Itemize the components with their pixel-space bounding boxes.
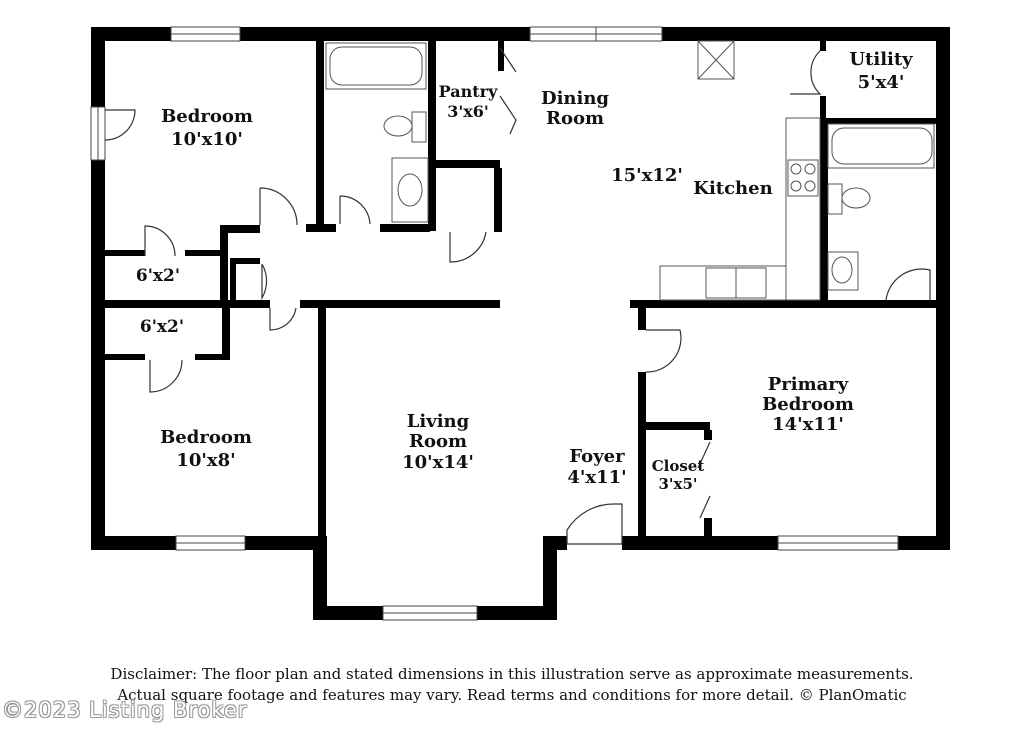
living-size: 10'x14' <box>402 452 474 473</box>
door-utility <box>790 50 822 95</box>
bedroom-1-name: Bedroom <box>161 106 253 127</box>
door-bedroom2 <box>269 307 297 331</box>
dining-name-2: Room <box>546 108 604 129</box>
fixtures <box>325 40 935 301</box>
disclaimer-line-2: Actual square footage and features may v… <box>117 686 907 704</box>
bedroom-2-size: 10'x8' <box>176 450 235 471</box>
room-labels: Bedroom 10'x10' 6'x2' 6'x2' Bedroom 10'x… <box>136 49 913 493</box>
closet-1-size: 6'x2' <box>136 266 180 286</box>
sink-counter <box>659 265 787 301</box>
bathtub-2 <box>827 123 935 169</box>
sink-1 <box>391 157 429 223</box>
bedroom-1-size: 10'x10' <box>171 129 243 150</box>
windows <box>90 26 899 621</box>
door-bedroom1 <box>259 187 298 226</box>
door-closet1 <box>144 225 176 257</box>
kitchen-name: Kitchen <box>693 178 772 199</box>
primary-name-1: Primary <box>768 374 849 395</box>
door-closet3 <box>697 441 711 519</box>
pantry-size: 3'x6' <box>447 102 489 121</box>
door-dining <box>449 231 487 263</box>
dining-name-1: Dining <box>541 88 609 109</box>
door-closet2 <box>149 359 183 393</box>
disclaimer-line-1: Disclaimer: The floor plan and stated di… <box>110 665 914 683</box>
pantry-name: Pantry <box>439 82 498 101</box>
closet-3-name: Closet <box>652 457 705 475</box>
primary-name-2: Bedroom <box>762 394 854 415</box>
foyer-name: Foyer <box>569 446 625 467</box>
door-primary <box>645 329 682 373</box>
door-front <box>566 503 623 545</box>
utility-size: 5'x4' <box>858 72 905 93</box>
door-bedroom1-exterior <box>104 109 136 141</box>
stove <box>787 159 819 197</box>
bedroom-2-name: Bedroom <box>160 427 252 448</box>
interior-walls <box>105 41 936 550</box>
utility-name: Utility <box>849 49 913 70</box>
disclaimer: Disclaimer: The floor plan and stated di… <box>0 664 1024 706</box>
living-name-1: Living <box>407 411 470 432</box>
toilet-1 <box>411 111 427 143</box>
doors <box>104 47 931 545</box>
door-hall-closet <box>261 263 268 301</box>
toilet-2 <box>827 183 843 215</box>
watermark: ©2023 Listing Broker <box>2 698 248 722</box>
door-pantry <box>499 47 517 135</box>
closet-3-size: 3'x5' <box>658 475 697 493</box>
door-bath <box>339 195 371 225</box>
closet-2-size: 6'x2' <box>140 317 184 337</box>
foyer-size: 4'x11' <box>567 467 626 488</box>
fridge-box <box>697 40 735 80</box>
kitchen-counter <box>785 117 821 301</box>
door-primary-bath <box>885 268 931 301</box>
kitchen-size: 15'x12' <box>611 165 683 186</box>
bathtub-1 <box>325 42 427 90</box>
primary-size: 14'x11' <box>772 414 844 435</box>
sink-2 <box>827 251 859 291</box>
exterior-walls <box>91 27 950 620</box>
living-name-2: Room <box>409 431 467 452</box>
